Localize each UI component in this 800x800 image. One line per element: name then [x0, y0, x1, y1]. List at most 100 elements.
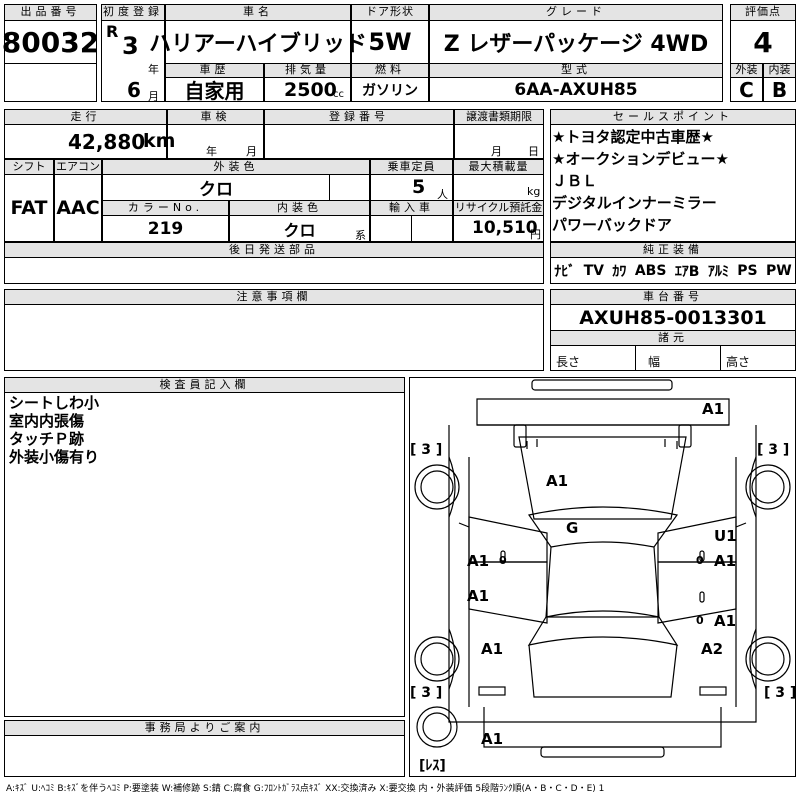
capacity-unit: 人 — [437, 188, 448, 201]
model-cell — [429, 77, 723, 102]
fuel-cell — [351, 77, 429, 102]
fuel-header: 燃料 — [351, 63, 429, 78]
mark-left-rear-fender: A1 — [481, 640, 503, 658]
office-cell — [4, 735, 405, 777]
month-value: 6 — [127, 78, 141, 102]
mark-right-rear-door: A1 — [714, 612, 736, 630]
int-color-header: 内装色 — [229, 200, 370, 216]
inspection-month-unit: 月 — [246, 145, 257, 158]
displacement-unit: cc — [333, 89, 344, 100]
tire-label-front-left: [ 3 ] — [410, 442, 442, 458]
ext-color-header: 外装色 — [102, 159, 370, 175]
rear-bumper-shape — [483, 707, 722, 748]
genuine-cell — [550, 257, 796, 284]
first-reg-header: 初度登録 — [101, 4, 165, 21]
legend-text: A:ｷｽﾞ U:ﾍｺﾐ B:ｷｽﾞを伴うﾍｺﾐ P:要塗装 W:補修跡 S:錆 … — [6, 784, 605, 794]
rear-left-tire-shape — [414, 636, 460, 682]
mark-front: A1 — [702, 400, 724, 418]
door-value: 5W — [368, 28, 412, 56]
genuine-item: TV — [583, 262, 604, 279]
displacement-header: 排気量 — [264, 63, 351, 78]
mark-right-front-door: A1 — [714, 552, 736, 570]
mark-left-rear-door: A1 — [467, 587, 489, 605]
inspection-year-unit: 年 — [206, 145, 217, 158]
model-header: 型式 — [429, 63, 723, 78]
body-outline-shape — [448, 425, 757, 723]
recycle-unit: 円 — [530, 228, 541, 241]
chassis-value: AXUH85-0013301 — [579, 306, 767, 329]
color-no-cell — [102, 215, 229, 242]
front-left-tire-shape — [414, 464, 460, 510]
spec-height-cell — [720, 345, 796, 371]
left-rear-door-shape — [468, 561, 548, 624]
later-parts-cell — [4, 257, 544, 284]
recycle-value: 10,510 — [472, 218, 538, 238]
genuine-item: ｴｱB — [674, 263, 700, 280]
int-color-value: クロ — [283, 220, 316, 240]
sales-point-item: ★オークションデビュー★ — [552, 150, 729, 168]
score-value: 4 — [753, 25, 773, 59]
sales-point-item: デジタルインナーミラー — [552, 194, 717, 212]
mileage-header: 走行 — [4, 109, 167, 125]
displacement-value: 2500 — [284, 79, 337, 101]
interior-grade-value: B — [771, 77, 788, 102]
grade-value: Z レザーパッケージ 4WD — [443, 32, 709, 57]
windshield-shape — [527, 506, 679, 548]
genuine-item: ｶﾜ — [612, 263, 627, 280]
history-cell — [165, 77, 264, 102]
genuine-header: 純正装備 — [550, 242, 796, 258]
tire-label-front-right: [ 3 ] — [757, 442, 789, 458]
inspector-cell — [4, 392, 405, 717]
fuel-value: ガソリン — [362, 82, 418, 99]
history-value: 自家用 — [184, 79, 245, 103]
office-header: 事務局よりご案内 — [4, 720, 405, 736]
mark-rear: A1 — [481, 730, 503, 748]
shift-cell — [4, 174, 54, 242]
genuine-item: PW — [766, 262, 792, 279]
lot-no-value: 80032 — [1, 25, 100, 59]
int-color-cell — [229, 215, 370, 242]
mark-right-rear-fender: A2 — [701, 640, 723, 658]
inspector-note: 室内内張傷 — [9, 412, 85, 430]
mark-left-front-door: A1 — [467, 552, 489, 570]
lot-no-lower-cell — [4, 63, 97, 102]
transfer-month-unit: 月 — [491, 145, 502, 158]
score-header: 評価点 — [730, 4, 796, 21]
mark-right-rear-door-zero: 0 — [696, 614, 704, 627]
sales-points-cell — [550, 124, 796, 242]
reg-no-cell — [264, 124, 454, 159]
sales-points-list: ★トヨタ認定中古車歴★ ★オークションデビュー★ ＪＢＬ デジタルインナーミラー… — [552, 126, 729, 236]
recycle-cell — [453, 215, 544, 242]
car-name-header: 車名 — [165, 4, 351, 21]
front-bumper-shape — [476, 398, 730, 426]
genuine-list: ﾅﾋﾞ TV ｶﾜ ABS ｴｱB ｱﾙﾐ PS PW — [550, 257, 796, 284]
transfer-header: 譲渡書類期限 — [454, 109, 544, 125]
interior-cell — [763, 77, 796, 102]
tire-label-rear-left: [ 3 ] — [410, 685, 442, 701]
genuine-item: PS — [737, 262, 758, 279]
inspector-header: 検査員記入欄 — [4, 377, 405, 393]
genuine-item: ABS — [634, 262, 667, 279]
month-unit: 月 — [148, 90, 159, 103]
max-load-header: 最大積載量 — [453, 159, 544, 175]
sales-point-item: パワーバックドア — [552, 216, 672, 234]
spec-width-label: 幅 — [648, 355, 661, 369]
tire-label-rear-right: [ 3 ] — [764, 685, 796, 701]
rear-right-tire-shape — [745, 636, 791, 682]
interior-header: 内装 — [763, 63, 796, 78]
right-rear-door-shape — [657, 561, 737, 624]
notes-header: 注意事項欄 — [4, 289, 544, 305]
import-header: 輸入車 — [370, 200, 453, 216]
exterior-cell — [730, 77, 763, 102]
exterior-header: 外装 — [730, 63, 763, 78]
sales-point-item: ＪＢＬ — [552, 172, 598, 190]
capacity-header: 乗車定員 — [370, 159, 453, 175]
later-parts-header: 後日発送部品 — [4, 242, 544, 258]
mark-left-front-door-zero: 0 — [499, 554, 507, 567]
hood-shape — [518, 436, 687, 520]
front-right-tire-shape — [745, 464, 791, 510]
recycle-header: リサイクル預託金 — [453, 200, 544, 216]
sales-points-header: セールスポイント — [550, 109, 796, 125]
first-reg-cell — [101, 20, 165, 102]
max-load-unit: kg — [527, 185, 541, 198]
